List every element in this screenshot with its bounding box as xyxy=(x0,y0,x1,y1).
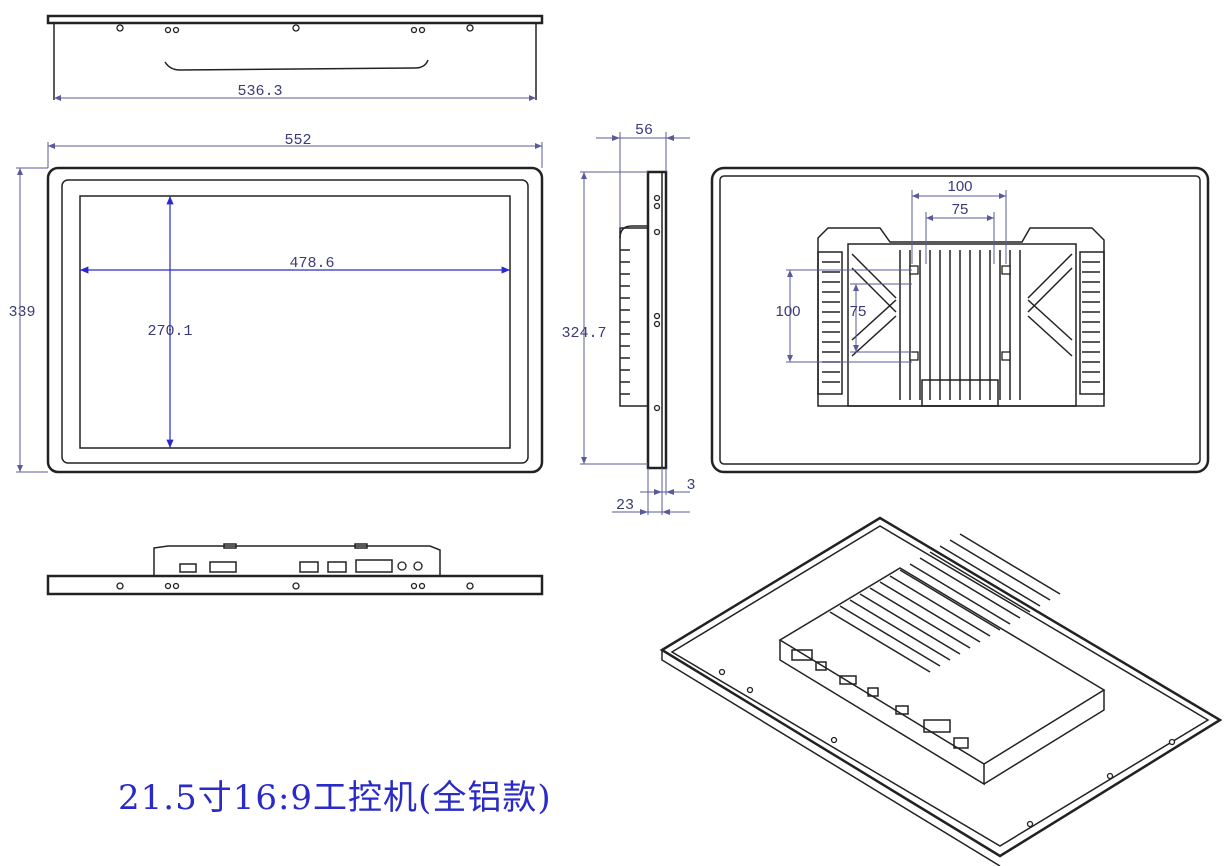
dim-front-height: 339 xyxy=(8,304,35,321)
rear-view: 100 75 100 75 xyxy=(710,166,1210,474)
rear-heatsink-fins xyxy=(851,250,1073,400)
dim-vesa-outer-h: 100 xyxy=(947,178,972,195)
side-view: 56 324.7 3 23 xyxy=(561,122,696,515)
dim-side-height: 324.7 xyxy=(561,325,606,342)
dim-screen-width: 478.6 xyxy=(289,255,334,272)
dim-vesa-inner-h: 75 xyxy=(952,201,969,218)
iso-heatsink-fins xyxy=(829,533,1061,673)
rear-left-fins xyxy=(822,261,840,383)
rear-right-fins xyxy=(1082,261,1100,383)
isometric-view xyxy=(659,516,1223,866)
dim-side-bottom-b: 3 xyxy=(686,477,695,494)
dim-side-bottom-a: 23 xyxy=(616,497,634,514)
top-view: 536.3 xyxy=(46,14,544,101)
front-view: 552 339 478.6 270.1 xyxy=(8,132,544,474)
bottom-view xyxy=(46,543,544,596)
dim-side-depth: 56 xyxy=(635,122,653,139)
dim-front-width: 552 xyxy=(284,132,311,149)
dim-top-width: 536.3 xyxy=(237,83,282,100)
side-fins xyxy=(620,249,630,395)
dim-vesa-outer-v: 100 xyxy=(775,303,800,320)
dim-screen-height: 270.1 xyxy=(147,323,192,340)
drawing-caption: 21.5寸16:9工控机(全铝款) xyxy=(118,778,552,818)
dim-vesa-inner-v: 75 xyxy=(850,303,867,320)
